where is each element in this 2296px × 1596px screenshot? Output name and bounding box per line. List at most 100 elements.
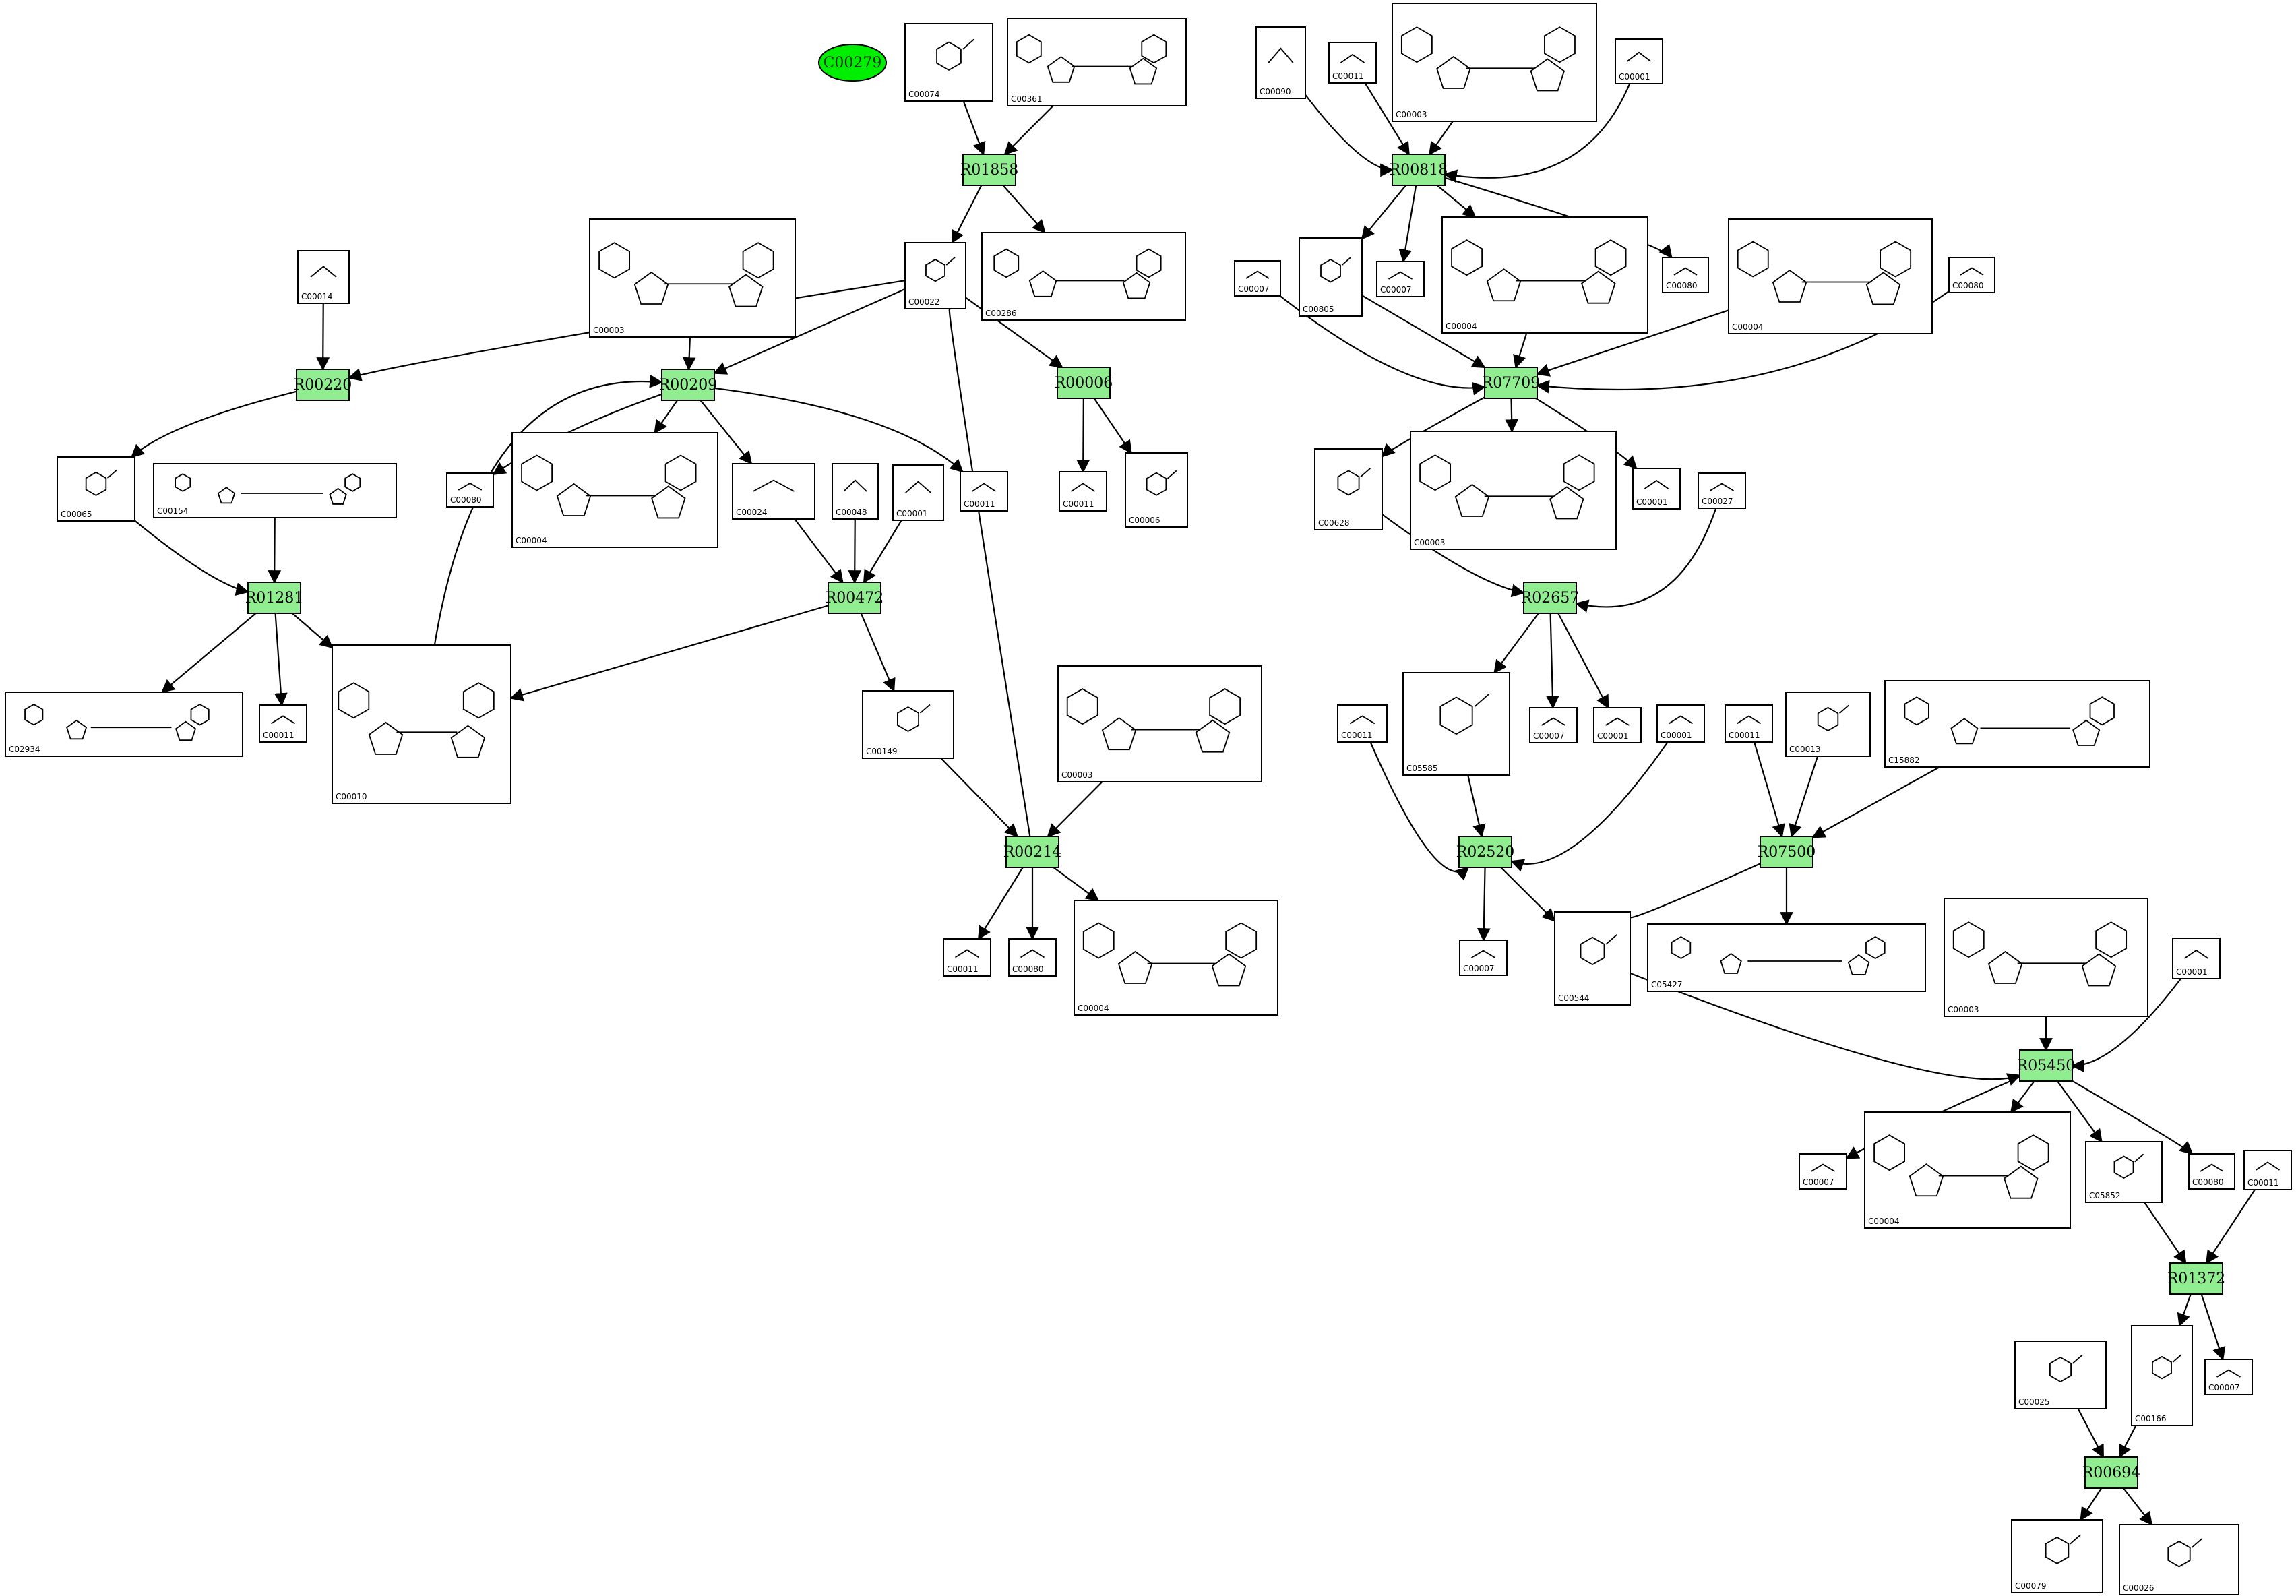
compound-c00074[interactable]: C00074 xyxy=(904,23,993,102)
compound-c00001[interactable]: C00001 xyxy=(1632,468,1681,510)
compound-c00544[interactable]: C00544 xyxy=(1554,911,1631,1006)
edge-r01281-to-c00010_a xyxy=(292,613,334,649)
compound-c00011[interactable]: C00011 xyxy=(960,471,1008,512)
reaction-r00214[interactable]: R00214 xyxy=(1003,836,1062,868)
compound-c00805[interactable]: C00805 xyxy=(1299,237,1363,317)
reaction-r02657[interactable]: R02657 xyxy=(1521,582,1580,614)
reaction-r00006[interactable]: R00006 xyxy=(1055,367,1113,399)
compound-c00065[interactable]: C00065 xyxy=(57,456,135,522)
compound-id-label: C05852 xyxy=(2089,1191,2121,1200)
compound-c00014[interactable]: C00014 xyxy=(297,250,350,304)
reaction-r00220[interactable]: R00220 xyxy=(294,369,352,401)
reaction-r00818[interactable]: R00818 xyxy=(1390,154,1448,186)
reaction-r01858[interactable]: R01858 xyxy=(960,154,1019,186)
compound-c00003[interactable]: C00003 xyxy=(1392,3,1597,122)
edge-c00074_a-to-r01858 xyxy=(962,100,986,156)
reaction-r01281[interactable]: R01281 xyxy=(245,582,304,614)
compound-box xyxy=(332,644,511,804)
compound-c00154[interactable]: C00154 xyxy=(153,463,397,518)
compound-c00004[interactable]: C00004 xyxy=(1074,900,1278,1016)
compound-c05427[interactable]: C05427 xyxy=(1647,923,1926,992)
compound-box xyxy=(1057,665,1262,782)
compound-c05852[interactable]: C05852 xyxy=(2085,1141,2163,1203)
structure-drawing xyxy=(1320,256,1352,283)
compound-c00004[interactable]: C00004 xyxy=(1728,218,1933,334)
edge-c00011_g-to-r07500 xyxy=(1754,741,1785,838)
compound-c00003[interactable]: C00003 xyxy=(1057,665,1262,782)
compound-c00010[interactable]: C00010 xyxy=(332,644,511,804)
compound-c00004[interactable]: C00004 xyxy=(511,432,718,548)
compound-c00001[interactable]: C00001 xyxy=(1593,707,1642,743)
compound-c00011[interactable]: C00011 xyxy=(1059,471,1107,512)
compound-c00007[interactable]: C00007 xyxy=(2204,1359,2253,1395)
compound-c00080[interactable]: C00080 xyxy=(1008,938,1057,977)
compound-c00080[interactable]: C00080 xyxy=(1662,257,1709,293)
compound-c00025[interactable]: C00025 xyxy=(2014,1341,2107,1409)
compound-c00022[interactable]: C00022 xyxy=(904,242,966,309)
compound-c00080[interactable]: C00080 xyxy=(446,472,494,508)
compound-c00149[interactable]: C00149 xyxy=(862,690,954,759)
reaction-r00209[interactable]: R00209 xyxy=(659,369,718,401)
compound-c00011[interactable]: C00011 xyxy=(943,938,991,977)
compound-c05585[interactable]: C05585 xyxy=(1402,672,1510,776)
compound-c00361[interactable]: C00361 xyxy=(1007,18,1187,106)
compound-c00003[interactable]: C00003 xyxy=(1944,898,2148,1017)
compound-c00001[interactable]: C00001 xyxy=(1656,704,1705,743)
compound-c00003[interactable]: C00003 xyxy=(1410,431,1617,550)
compound-c00286[interactable]: C00286 xyxy=(981,232,1186,321)
edge-c00065_a-to-r01281 xyxy=(134,520,249,596)
structure-drawing xyxy=(2256,1161,2280,1171)
compound-c00001[interactable]: C00001 xyxy=(2172,938,2221,979)
structure-drawing xyxy=(1020,949,1045,958)
compound-c00628[interactable]: C00628 xyxy=(1314,448,1383,530)
reaction-id-label: R01858 xyxy=(960,162,1019,179)
compound-c00026[interactable]: C00026 xyxy=(2119,1524,2239,1595)
compound-c00001[interactable]: C00001 xyxy=(1615,38,1663,84)
reaction-box xyxy=(1484,367,1538,399)
reaction-r00472[interactable]: R00472 xyxy=(826,582,884,614)
compound-box xyxy=(981,232,1186,321)
compound-box xyxy=(904,23,993,102)
compound-c00001[interactable]: C00001 xyxy=(892,464,944,521)
compound-c00004[interactable]: C00004 xyxy=(1441,216,1648,334)
compound-c00011[interactable]: C00011 xyxy=(259,704,307,743)
reaction-r00694[interactable]: R00694 xyxy=(2082,1456,2141,1489)
compound-c00003[interactable]: C00003 xyxy=(589,218,796,338)
reaction-box xyxy=(1760,836,1813,868)
compound-c00080[interactable]: C00080 xyxy=(1948,257,1995,293)
compound-c00048[interactable]: C00048 xyxy=(832,463,879,520)
compound-c00011[interactable]: C00011 xyxy=(1328,42,1377,84)
compound-box xyxy=(1314,448,1383,530)
reaction-box xyxy=(1523,582,1577,614)
compound-c00090[interactable]: C00090 xyxy=(1255,26,1306,99)
structure-drawing xyxy=(1082,922,1258,987)
compound-c00079[interactable]: C00079 xyxy=(2011,1519,2103,1593)
compound-c00007[interactable]: C00007 xyxy=(1799,1153,1847,1190)
structure-drawing xyxy=(1400,26,1576,92)
compound-c15882[interactable]: C15882 xyxy=(1884,680,2150,768)
compound-c00166[interactable]: C00166 xyxy=(2131,1325,2193,1426)
reaction-r02520[interactable]: R02520 xyxy=(1456,836,1515,868)
compound-c00013[interactable]: C00013 xyxy=(1785,692,1871,757)
structure-drawing xyxy=(1644,479,1669,489)
reaction-r07500[interactable]: R07500 xyxy=(1758,836,1816,868)
compound-c00007[interactable]: C00007 xyxy=(1376,261,1425,297)
reaction-r05450[interactable]: R05450 xyxy=(2017,1049,2076,1082)
compound-c00011[interactable]: C00011 xyxy=(2243,1150,2292,1190)
compound-c00024[interactable]: C00024 xyxy=(732,463,815,520)
compound-c00011[interactable]: C00011 xyxy=(1725,704,1773,743)
reaction-r01372[interactable]: R01372 xyxy=(2167,1262,2226,1295)
reaction-r07709[interactable]: R07709 xyxy=(1482,367,1541,399)
compound-c00080[interactable]: C00080 xyxy=(2188,1153,2235,1190)
compound-id-label: C00544 xyxy=(1558,993,1590,1003)
compound-c00007[interactable]: C00007 xyxy=(1459,940,1508,976)
compound-c00006[interactable]: C00006 xyxy=(1125,452,1188,528)
compound-c00007[interactable]: C00007 xyxy=(1529,707,1578,743)
compound-c00011[interactable]: C00011 xyxy=(1337,704,1388,743)
compound-c00007[interactable]: C00007 xyxy=(1234,260,1281,297)
edge-c00361_a-to-r01858 xyxy=(1003,105,1054,156)
compound-c02934[interactable]: C02934 xyxy=(5,692,243,757)
start-node-c00279[interactable]: C00279 xyxy=(818,44,887,82)
compound-c00027[interactable]: C00027 xyxy=(1698,472,1746,509)
compound-c00004[interactable]: C00004 xyxy=(1864,1111,2071,1229)
